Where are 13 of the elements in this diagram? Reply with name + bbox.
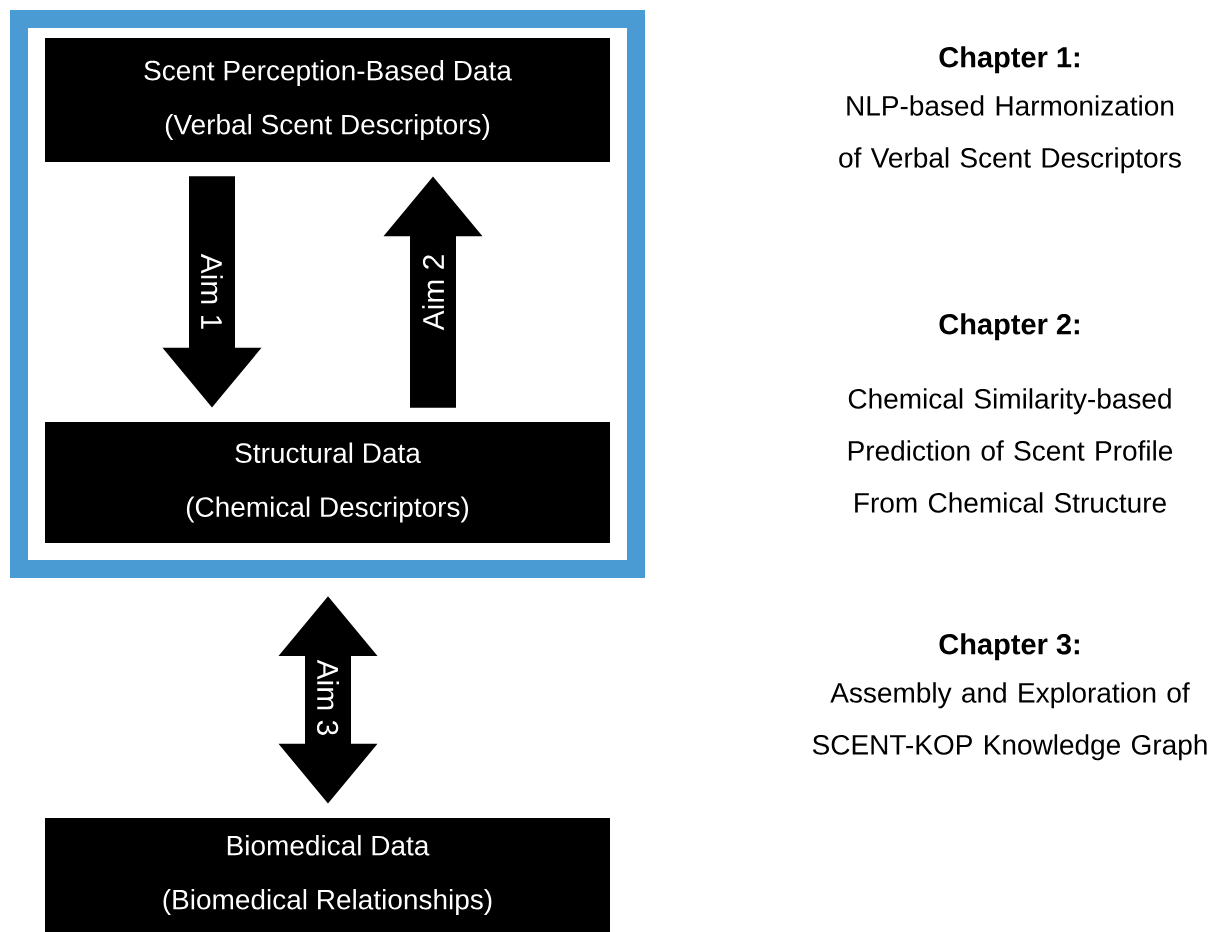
- data-box: Scent Perception-Based Data (Verbal Scent Descriptors): [45, 38, 610, 162]
- frame-box: [10, 10, 645, 578]
- data-box: Structural Data (Chemical Descriptors): [45, 422, 610, 543]
- data-box: Biomedical Data (Biomedical Relationships): [45, 818, 610, 932]
- chapter-description: NLP-based Harmonization of Verbal Scent Descriptors: [839, 95, 1181, 174]
- edge-label: Aim 1: [201, 253, 223, 329]
- chapter-description: Chemical Similarity-based Prediction of Scent Profile From Chemical Structure: [848, 388, 1173, 513]
- edge-label: Aim 3: [317, 659, 339, 735]
- chapter-heading: Chapter 1:: [939, 46, 1079, 74]
- chapter-description: Assembly and Exploration of SCENT-KOP Knowledge Graph: [812, 682, 1207, 761]
- chapter-heading: Chapter 2:: [939, 313, 1079, 341]
- chapter-heading: Chapter 3:: [939, 633, 1079, 661]
- edge-label: Aim 2: [422, 255, 444, 331]
